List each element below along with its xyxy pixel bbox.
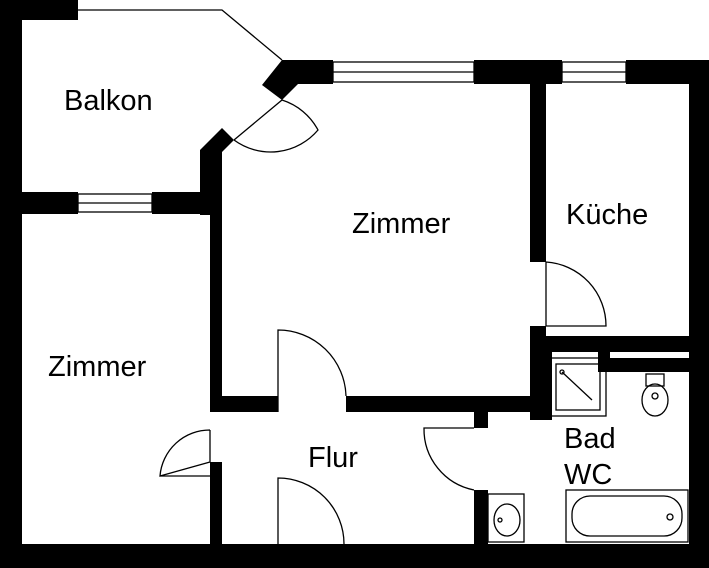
balcony-railing (78, 9, 283, 61)
label-zimmer-center: Zimmer (352, 208, 451, 240)
label-flur: Flur (308, 442, 358, 474)
wall-right-outer (689, 60, 709, 568)
wall-bad-left-upper (474, 412, 488, 428)
doors (159, 99, 607, 545)
sink-icon (487, 493, 525, 543)
wall-balkon-bottom-left (0, 192, 78, 214)
sink-icon (493, 503, 521, 537)
toilet-icon (641, 383, 669, 417)
wall-bad-left-lower (474, 490, 488, 544)
wall-top-mid (474, 60, 562, 84)
toilet-icon (651, 392, 659, 400)
shower-icon (555, 363, 601, 411)
label-wc: WC (564, 459, 612, 491)
wall-kueche-left (530, 84, 546, 262)
toilet-icon (645, 373, 665, 387)
bathtub-icon (565, 489, 689, 543)
door-swing-icon (233, 99, 319, 153)
windows (77, 61, 627, 213)
wall-top-left (0, 0, 78, 20)
bathtub-icon (571, 495, 683, 537)
wall-top-right (626, 60, 709, 84)
wall-top-corner (262, 60, 333, 100)
wall-flur-top-right (346, 396, 546, 412)
shower-icon (549, 357, 607, 417)
label-balkon: Balkon (64, 85, 153, 117)
door-swing-icon (545, 261, 607, 327)
wall-left-zimmer-upper (210, 192, 222, 400)
door-swing-icon (159, 429, 211, 477)
railing-line (78, 9, 283, 61)
wall-bottom-outer (0, 544, 709, 568)
wall-kueche-bottom (546, 336, 689, 352)
wall-bad-top (598, 358, 689, 372)
wall-balkon-bottom-right (152, 192, 222, 214)
label-bad: Bad (564, 423, 616, 455)
door-swing-icon (277, 329, 347, 412)
label-zimmer-left: Zimmer (48, 351, 147, 383)
shower-icon (561, 371, 593, 401)
room-labels: Balkon Zimmer Küche Zimmer Flur Bad WC (48, 85, 648, 491)
door-swing-icon (423, 427, 475, 491)
sink-icon (497, 517, 503, 523)
label-kueche: Küche (566, 199, 648, 231)
shower-icon (559, 369, 565, 375)
bathroom-fixtures (487, 357, 689, 543)
door-swing-icon (277, 477, 345, 545)
wall-left-zimmer-lower (210, 462, 222, 544)
bathtub-icon (666, 513, 674, 521)
wall-flur-top-left (210, 396, 278, 412)
wall-bad-inner (546, 352, 552, 420)
wall-left-outer (0, 0, 22, 568)
